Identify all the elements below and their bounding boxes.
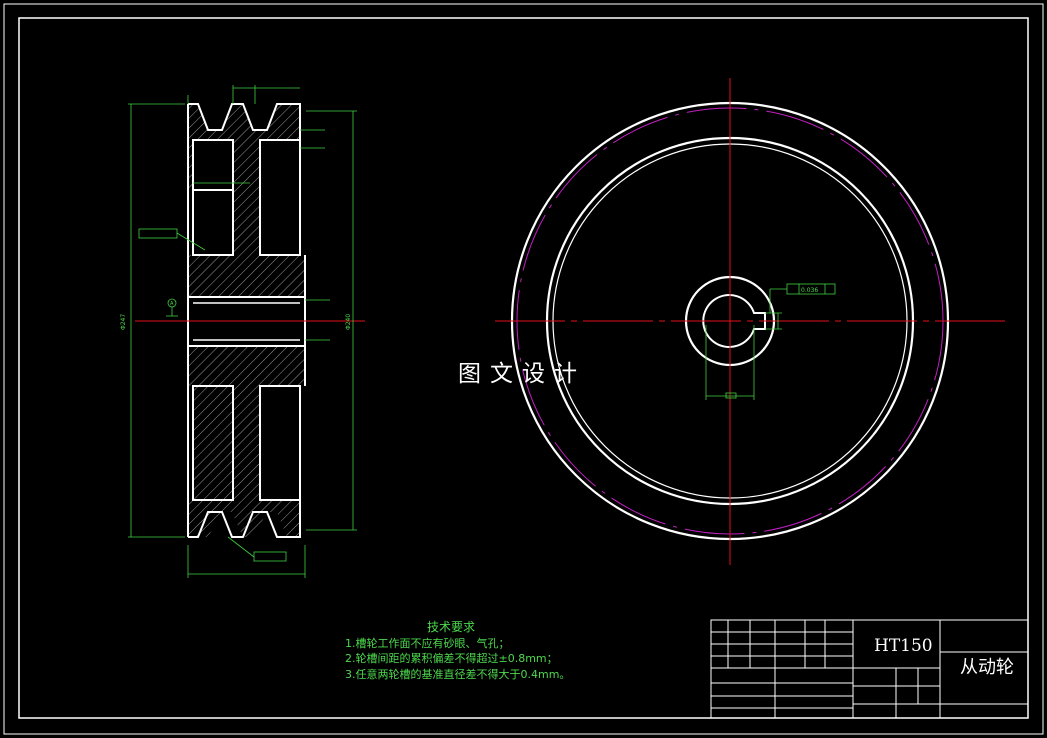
section-view: Φ247 Φ240 A — [120, 85, 365, 578]
front-view: 0.036 — [495, 78, 1005, 565]
outer-border — [3, 3, 1044, 735]
title-block — [710, 619, 1029, 719]
tech-req-item: 3.任意两轮槽的基准直径差不得大于0.4mm。 — [345, 667, 571, 681]
tech-req-heading: 技术要求 — [427, 620, 476, 634]
watermark: 图文设计 — [458, 361, 586, 387]
tolerance-value: 0.036 — [801, 287, 818, 294]
material-label: HT150 — [874, 636, 933, 656]
datum-dia-label: Φ240 — [345, 314, 352, 330]
technical-requirements: 技术要求 1.槽轮工作面不应有砂眼、气孔； 2.轮槽间距的累积偏差不得超过±0.… — [345, 620, 570, 682]
inner-border — [18, 17, 1029, 719]
tech-req-item: 1.槽轮工作面不应有砂眼、气孔； — [345, 636, 510, 650]
datum-ref-label: A — [170, 301, 174, 307]
part-name: 从动轮 — [960, 657, 1014, 678]
tech-req-item: 2.轮槽间距的累积偏差不得超过±0.8mm； — [345, 652, 558, 665]
outer-dia-label: Φ247 — [120, 314, 127, 330]
